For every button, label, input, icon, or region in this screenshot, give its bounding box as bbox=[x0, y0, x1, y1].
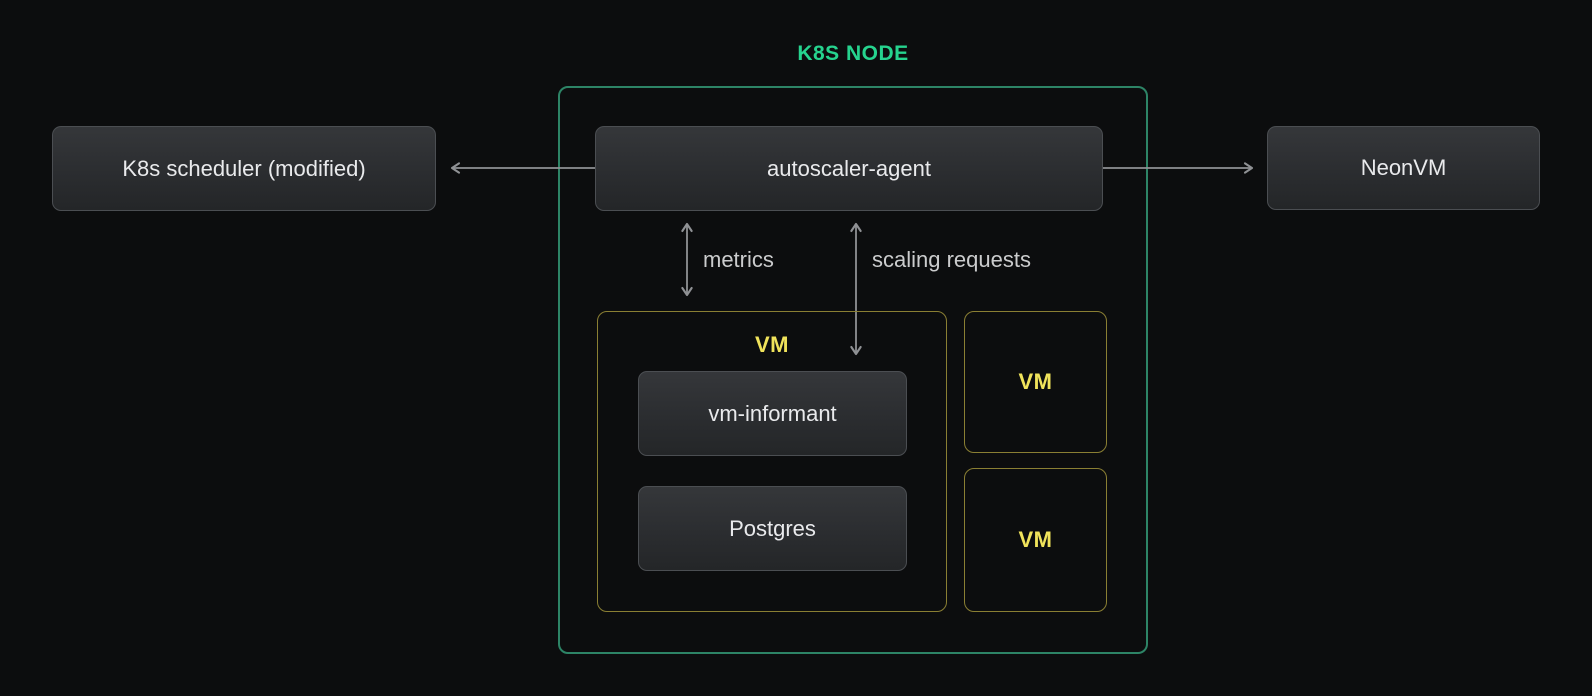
metrics-label: metrics bbox=[703, 247, 774, 272]
node-vm-informant: vm-informant bbox=[638, 371, 907, 456]
node-neonvm: NeonVM bbox=[1267, 126, 1540, 210]
vm-right-top-frame: VM bbox=[964, 311, 1107, 453]
k8s-node-title: K8S NODE bbox=[797, 42, 909, 65]
node-neonvm-label: NeonVM bbox=[1360, 155, 1447, 180]
node-vm-informant-label: vm-informant bbox=[708, 400, 837, 426]
vm-right-bottom-frame: VM bbox=[964, 468, 1107, 612]
node-postgres-label: Postgres bbox=[729, 515, 816, 541]
vm-main-frame: VM bbox=[597, 311, 947, 612]
k8s-node-container bbox=[558, 86, 1148, 654]
vm-right-top-label: VM bbox=[1018, 369, 1053, 394]
node-postgres: Postgres bbox=[638, 486, 907, 571]
vm-right-bottom-label: VM bbox=[1018, 527, 1053, 552]
node-k8s-scheduler-label: K8s scheduler (modified) bbox=[122, 155, 366, 181]
vm-main-label: VM bbox=[755, 332, 789, 357]
scaling-requests-label: scaling requests bbox=[872, 247, 1031, 272]
node-k8s-scheduler: K8s scheduler (modified) bbox=[52, 126, 436, 211]
node-autoscaler-agent-label: autoscaler-agent bbox=[767, 155, 931, 181]
node-autoscaler-agent: autoscaler-agent bbox=[595, 126, 1103, 211]
